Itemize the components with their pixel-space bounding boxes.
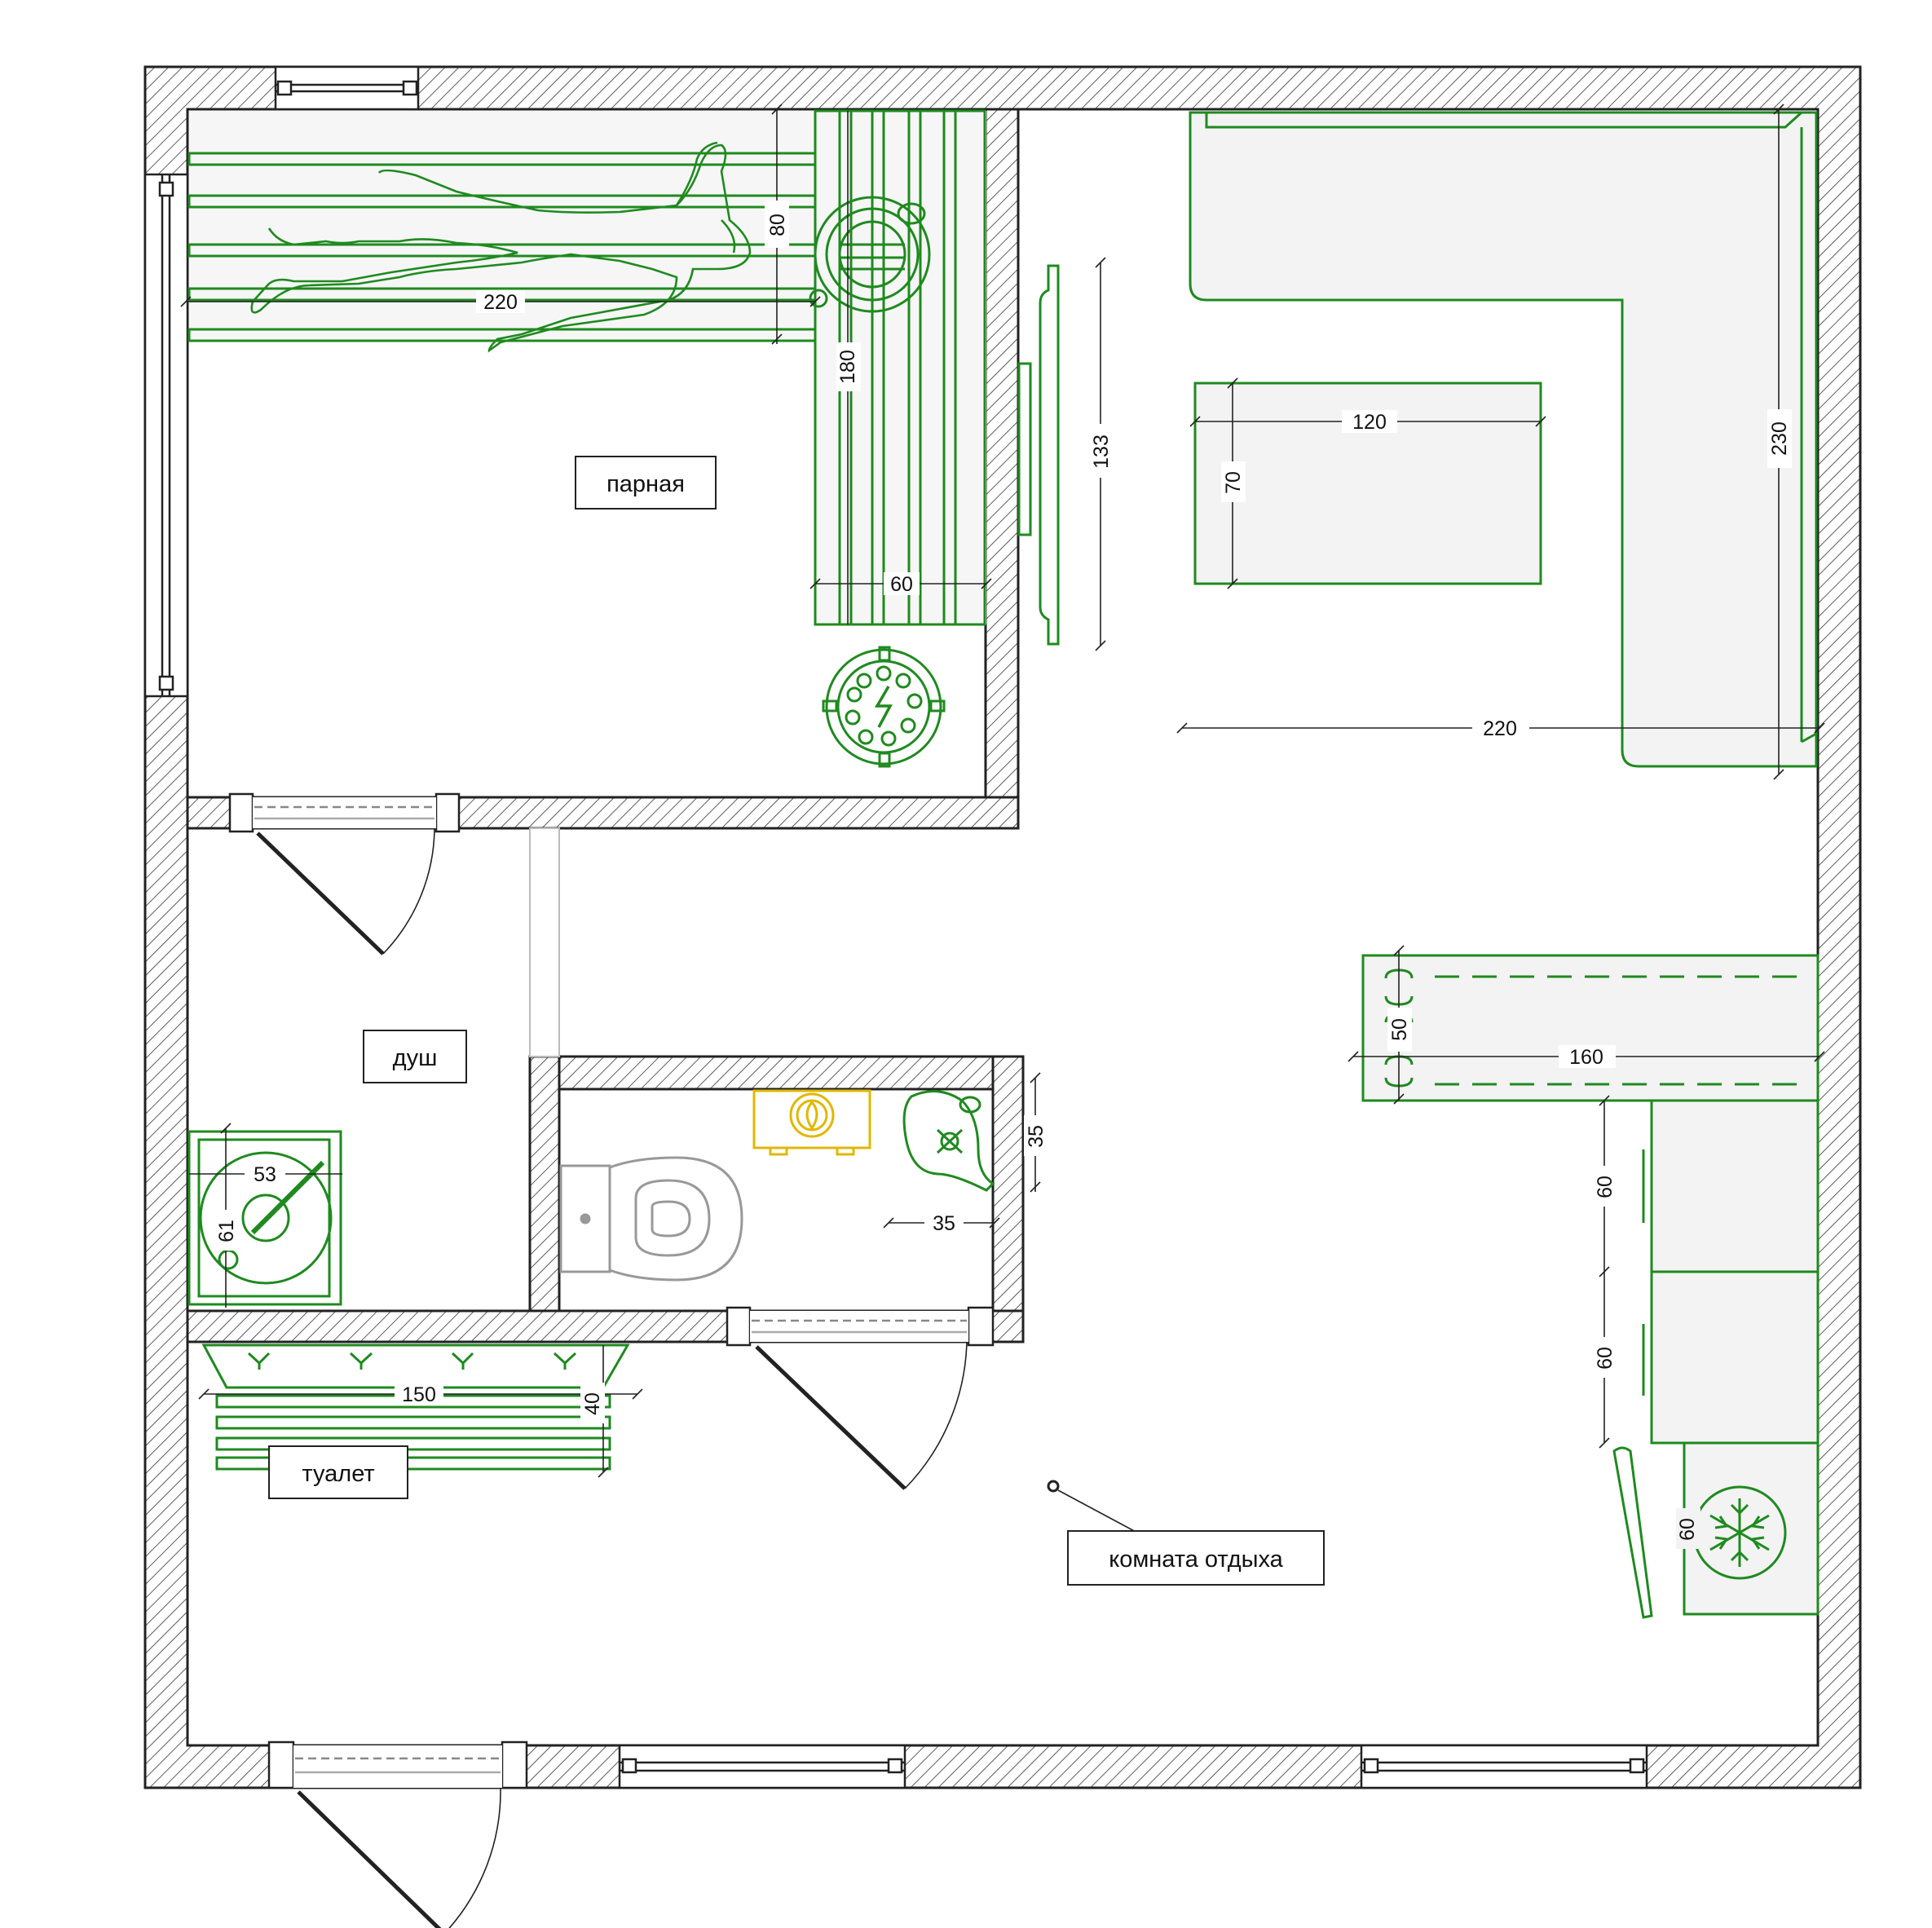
dim-table-width: 120 [1342,410,1397,434]
dim-door-panel: 133 [1089,424,1114,478]
svg-text:180: 180 [836,350,859,384]
dim-side-bench-length: 180 [836,342,861,391]
lounge-furniture [201,111,1820,1619]
label-shower: душ [363,1030,467,1083]
steam-room-furniture [187,109,986,768]
snowflake-icon [1692,1485,1787,1580]
steam-room-east-wall [984,108,1020,825]
windows [143,65,1648,1789]
shower-tray [187,1130,342,1306]
dim-shower-width: 53 [245,1163,285,1186]
svg-text:35: 35 [933,1212,955,1235]
dim-counter-length: 160 [1559,1045,1616,1069]
shower-east-wall [528,1055,561,1314]
dim-bench-depth: 40 [580,1383,605,1423]
dim-cabinet-1: 60 [1593,1166,1617,1207]
dim-boiler-depth: 35 [1024,1115,1048,1156]
svg-text:душ: душ [393,1045,438,1071]
svg-text:230: 230 [1768,421,1791,456]
svg-text:60: 60 [890,573,913,596]
label-steam-room: парная [575,456,717,510]
person-figure [250,141,752,353]
svg-text:120: 120 [1352,411,1387,434]
dim-steam-bench-length: 220 [476,290,525,314]
wall-panel [1017,264,1060,646]
window-north [274,65,420,111]
window-south-1 [618,1744,906,1789]
entrance-door [267,1740,528,1928]
svg-text:53: 53 [254,1163,276,1186]
window-west [143,173,189,698]
dimension-labels: 220 80 180 60 133 120 70 230 220 160 50 … [215,201,1792,1549]
svg-text:комната отдыха: комната отдыха [1109,1546,1283,1573]
dim-boiler-width: 35 [924,1211,964,1235]
svg-text:40: 40 [581,1392,604,1415]
window-south-2 [1360,1744,1648,1789]
dim-side-bench-depth: 60 [884,572,920,596]
svg-text:70: 70 [1222,471,1245,494]
boiler-icon [902,1090,995,1192]
svg-text:60: 60 [1594,1176,1617,1198]
toilet-icon [559,1156,743,1282]
label-lounge: комната отдыха [1067,1530,1325,1586]
dim-steam-bench-depth: 80 [765,201,789,248]
kitchen-cabinets [1642,1099,1820,1445]
svg-text:61: 61 [215,1220,238,1242]
svg-text:150: 150 [402,1383,436,1406]
dim-counter-depth: 50 [1387,1008,1412,1052]
svg-text:парная: парная [607,471,685,497]
fridge [1612,1441,1820,1619]
corner-sofa [1189,111,1818,768]
dim-sofa-length: 220 [1472,717,1529,740]
toilet-east-wall [991,1055,1025,1343]
svg-text:160: 160 [1569,1046,1603,1069]
svg-text:220: 220 [1483,717,1517,740]
svg-text:35: 35 [1025,1125,1048,1148]
svg-text:133: 133 [1090,435,1113,469]
dim-cabinet-2: 60 [1593,1337,1617,1378]
svg-text:50: 50 [1388,1018,1411,1041]
doors [228,792,995,1928]
svg-text:60: 60 [1676,1518,1699,1541]
svg-text:туалет: туалет [302,1461,374,1487]
bathroom-fixtures [187,1089,995,1306]
room-labels: парная душ туалет комната отдыха [268,456,1325,1586]
toilet-door [726,1306,995,1490]
dim-fridge: 60 [1676,1508,1700,1549]
lounge-bench [201,1343,630,1471]
dim-sofa-depth: 230 [1767,409,1792,468]
svg-text:60: 60 [1594,1347,1617,1370]
label-toilet: туалет [268,1445,408,1499]
bucket-icon [809,196,931,313]
toilet-north-wall [528,1055,1025,1091]
dim-table-depth: 70 [1221,461,1246,502]
svg-text:80: 80 [766,214,789,236]
svg-text:220: 220 [483,291,518,314]
kitchen-bar [1361,954,1820,1102]
shower-glass-partition [529,827,560,1057]
steam-room-door [228,792,461,955]
water-heater-icon [752,1089,871,1156]
dim-bench-length: 150 [395,1383,443,1406]
stove-icon [822,646,946,768]
dim-shower-depth: 61 [215,1210,238,1251]
